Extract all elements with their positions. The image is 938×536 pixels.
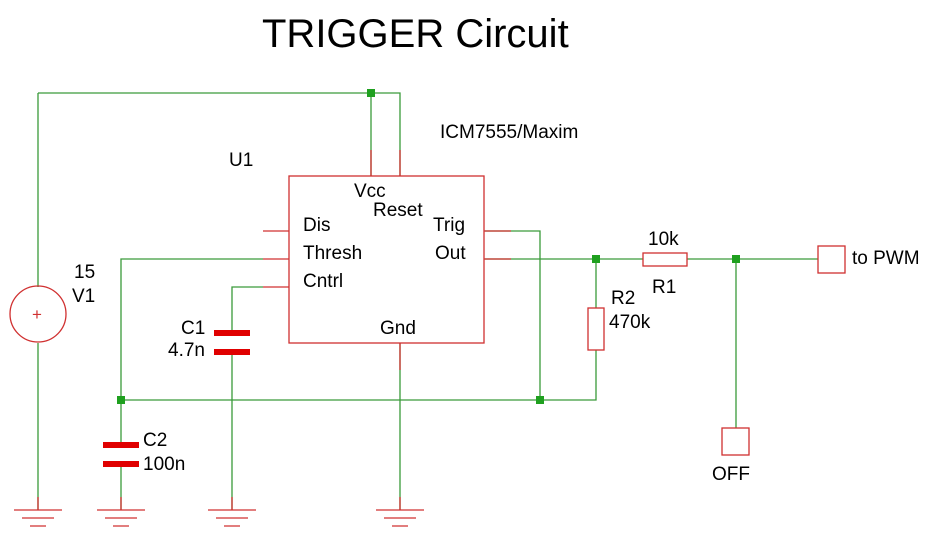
voltage-source-v1: + 15 V1 [9, 262, 95, 343]
capacitor-c1: C1 4.7n [168, 318, 250, 361]
capacitor-c2: C2 100n [103, 430, 185, 475]
off-port-box [721, 427, 750, 456]
resistor-r1: 10k R1 [642, 229, 688, 298]
r1-ref: R1 [652, 277, 676, 298]
c2-value: 100n [143, 454, 185, 475]
junction-node [592, 255, 600, 263]
resistor-r2: R2 470k [587, 288, 651, 351]
ground-icon [14, 497, 62, 527]
junction-node [732, 255, 740, 263]
pwm-port-label: to PWM [852, 248, 920, 269]
junctions [117, 89, 740, 404]
ic-ref-label: U1 [229, 150, 253, 171]
ground-c2 [97, 497, 145, 527]
ground-icon [97, 497, 145, 527]
source-polarity: + [32, 305, 42, 324]
pin-cntrl-label: Cntrl [303, 271, 343, 292]
c1-value: 4.7n [168, 340, 205, 361]
c2-ref: C2 [143, 430, 167, 451]
pin-gnd-label: Gnd [380, 318, 416, 339]
ground-c1 [208, 497, 256, 527]
pin-trig-label: Trig [433, 215, 465, 236]
diagram-title: TRIGGER Circuit [262, 12, 569, 56]
r2-value: 470k [609, 312, 651, 333]
pin-dis-label: Dis [303, 215, 330, 236]
port-off: OFF [712, 427, 750, 485]
ground-v1 [14, 497, 62, 527]
pwm-port-box [817, 245, 846, 274]
port-pwm: to PWM [817, 245, 920, 274]
source-ref: V1 [72, 286, 95, 307]
junction-node [117, 396, 125, 404]
junction-node [536, 396, 544, 404]
wire-bottom-rail [121, 350, 597, 401]
pin-reset-label: Reset [373, 200, 423, 221]
wire-cntrl [231, 286, 263, 332]
c1-ref: C1 [181, 318, 205, 339]
wires [37, 92, 818, 510]
wire-reset [371, 92, 401, 176]
ground-icon [376, 497, 424, 527]
r2-body [587, 307, 605, 351]
r2-ref: R2 [611, 288, 635, 309]
pin-vcc-label: Vcc [354, 181, 386, 202]
wire-trig [485, 230, 541, 400]
source-circle-icon [9, 285, 67, 343]
pin-thresh-label: Thresh [303, 243, 362, 264]
pin-out-label: Out [435, 243, 466, 264]
junction-node [367, 89, 375, 97]
source-value: 15 [74, 262, 95, 283]
off-port-label: OFF [712, 464, 750, 485]
ic-model-label: ICM7555/Maxim [440, 122, 578, 143]
r1-value: 10k [648, 229, 679, 250]
ground-u1 [376, 497, 424, 527]
wire-thresh [120, 258, 263, 400]
ground-icon [208, 497, 256, 527]
ic-u1: U1 ICM7555/Maxim Vcc Reset Dis Thresh Cn… [229, 122, 578, 370]
r1-body [642, 252, 688, 267]
